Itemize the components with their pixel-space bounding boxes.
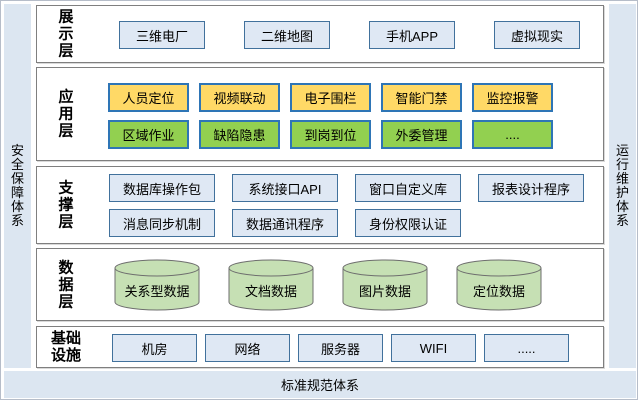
layer-item-box: 监控报警 [472,83,553,112]
layer-display-row: 三维电厂 二维地图 手机APP 虚拟现实 [119,21,580,49]
layer-item-box: 外委管理 [381,120,462,149]
layer-item-box: 视频联动 [199,83,280,112]
cylinder-label: 文档数据 [245,284,297,299]
right-system-bar: 运行维护体系 [609,4,636,368]
layer-item-box: 服务器 [298,334,383,362]
layer-support-row-1: 数据库操作包 系统接口API 窗口自定义库 报表设计程序 [109,174,584,202]
database-cylinder-icon: 关系型数据 [114,259,200,311]
layer-item-box: 数据库操作包 [109,174,215,202]
layer-item-box: 人员定位 [108,83,189,112]
layer-display: 展示层 三维电厂 二维地图 手机APP 虚拟现实 [36,5,604,63]
layer-item-box: 身份权限认证 [355,209,461,237]
layer-item-box: ..... [484,334,569,362]
cylinder-label: 定位数据 [473,284,525,299]
layer-item-box: 系统接口API [232,174,338,202]
layer-item-box: .... [472,120,553,149]
cylinder-label: 关系型数据 [124,284,189,299]
layer-data-row: 关系型数据 文档数据 图片数据 定位数据 [114,259,542,311]
layer-item-box: 窗口自定义库 [355,174,461,202]
layer-data: 数据层 关系型数据 文档数据 图片数据 定位数据 [36,248,604,321]
layer-item-box: 消息同步机制 [109,209,215,237]
layer-item-box: 报表设计程序 [478,174,584,202]
layer-support-label: 支撑层 [37,180,95,231]
layer-label-text: 应用层 [58,88,74,140]
layer-item-box: 电子围栏 [290,83,371,112]
layer-infrastructure: 基础设施 机房 网络 服务器 WIFI ..... [36,326,604,368]
layer-item-box: 到岗到位 [290,120,371,149]
layer-item-box: 智能门禁 [381,83,462,112]
layer-application: 应用层 人员定位 视频联动 电子围栏 智能门禁 监控报警 区域作业 缺陷隐患 到… [36,67,604,161]
left-system-bar: 安全保障体系 [4,4,31,368]
layer-label-text: 基础设施 [50,330,81,364]
left-system-bar-label: 安全保障体系 [10,143,24,228]
layer-item-box: 虚拟现实 [494,21,580,49]
layer-item-box: 数据通讯程序 [232,209,338,237]
database-cylinder-icon: 定位数据 [456,259,542,311]
layer-infrastructure-label: 基础设施 [37,330,95,364]
layer-display-label: 展示层 [37,9,95,60]
layer-item-box: 网络 [205,334,290,362]
layer-support-row-2: 消息同步机制 数据通讯程序 身份权限认证 [109,209,461,237]
layer-infrastructure-row: 机房 网络 服务器 WIFI ..... [112,334,569,362]
layer-item-box: 缺陷隐患 [199,120,280,149]
bottom-system-bar: 标准规范体系 [4,371,636,398]
layer-label-text: 展示层 [58,8,74,60]
layer-item-box: 三维电厂 [119,21,205,49]
layer-application-row-2: 区域作业 缺陷隐患 到岗到位 外委管理 .... [108,120,553,149]
right-system-bar-label: 运行维护体系 [615,143,629,228]
bottom-system-bar-label: 标准规范体系 [280,378,359,393]
layer-application-row-1: 人员定位 视频联动 电子围栏 智能门禁 监控报警 [108,83,553,112]
layer-item-box: 手机APP [369,21,455,49]
layer-application-label: 应用层 [37,89,95,140]
cylinder-label: 图片数据 [359,284,411,299]
database-cylinder-icon: 图片数据 [342,259,428,311]
layer-support: 支撑层 数据库操作包 系统接口API 窗口自定义库 报表设计程序 消息同步机制 … [36,166,604,244]
layer-item-box: 区域作业 [108,120,189,149]
layer-item-box: WIFI [391,334,476,362]
layer-item-box: 二维地图 [244,21,330,49]
layer-data-label: 数据层 [37,259,95,310]
layer-label-text: 数据层 [58,259,74,310]
layer-item-box: 机房 [112,334,197,362]
database-cylinder-icon: 文档数据 [228,259,314,311]
layer-label-text: 支撑层 [58,179,74,231]
